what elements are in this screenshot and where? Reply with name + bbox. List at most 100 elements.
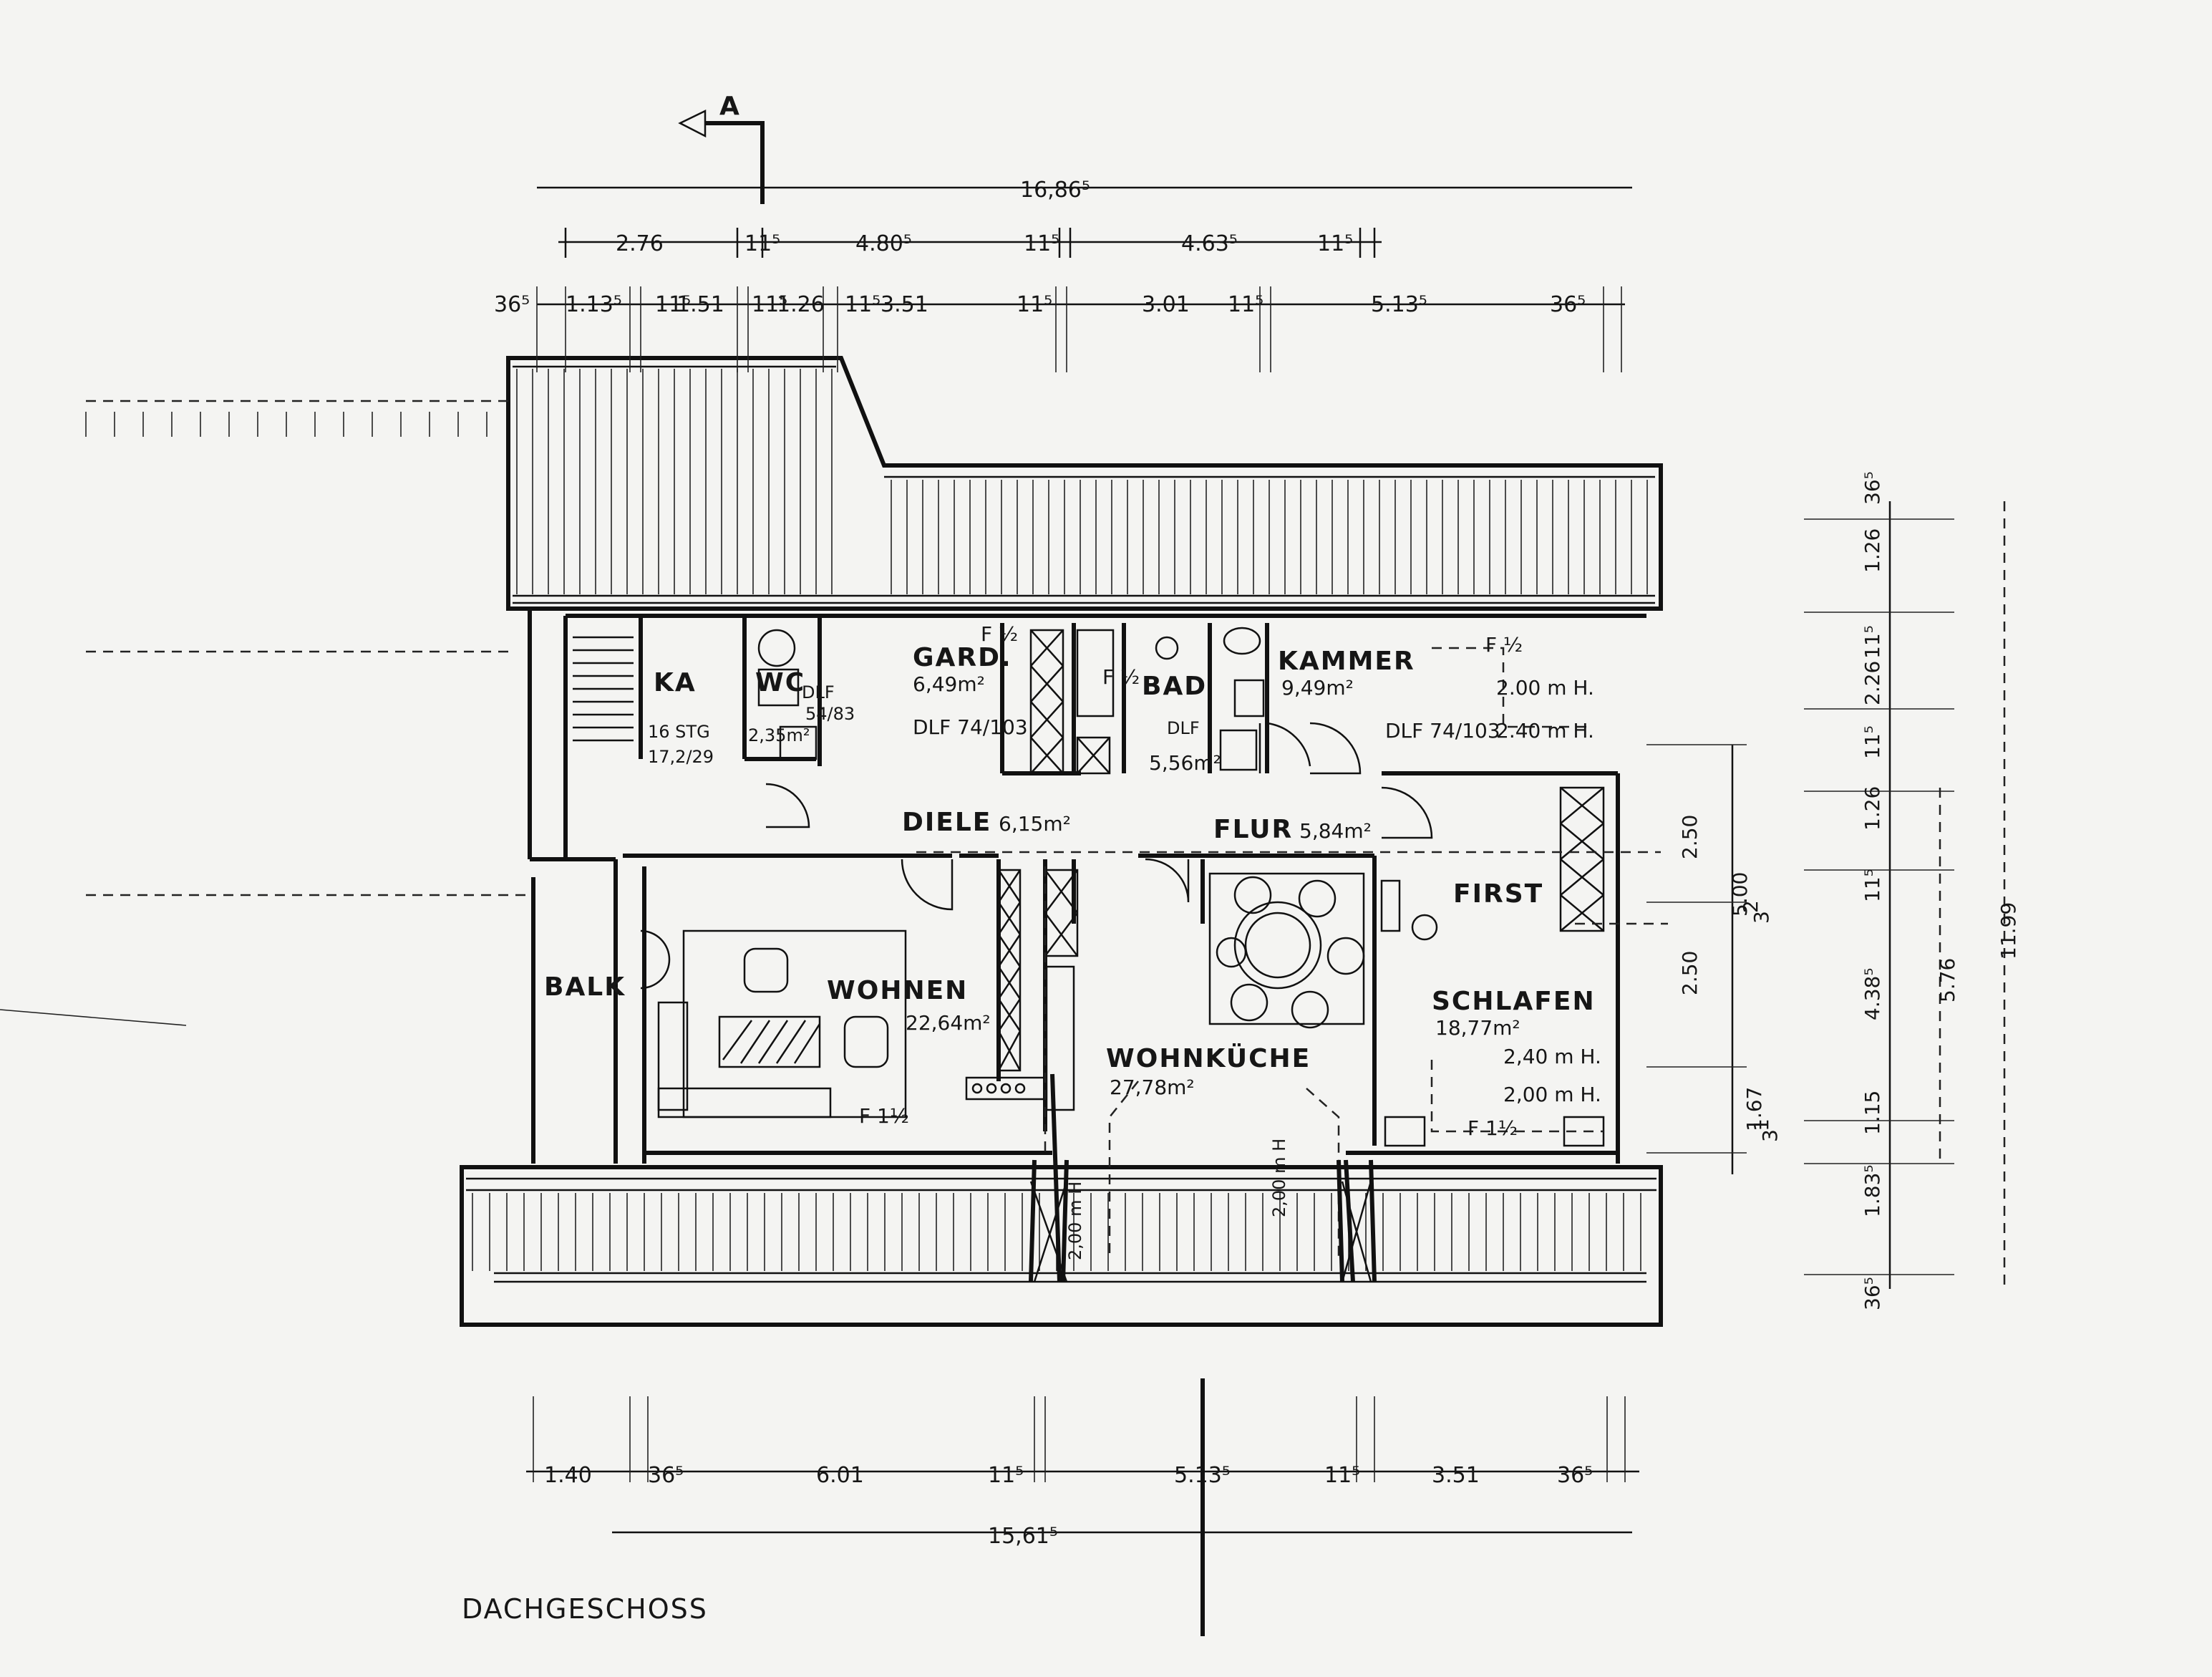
room-flur-label: FLUR	[1213, 815, 1293, 844]
dimension-value-top-2: 11⁵	[744, 231, 780, 256]
dimension-value-right: 36⁵	[1861, 1277, 1884, 1310]
dimension-value-right: 1.26	[1861, 786, 1884, 831]
dimension-value-bottom: 36⁵	[1557, 1463, 1593, 1488]
dimension-value-right: 2.26	[1861, 661, 1884, 705]
room-wohnen-area: 22,64m²	[906, 1011, 991, 1035]
window-top-1: F ½	[981, 622, 1018, 646]
dimension-total-top: 16,86⁵	[1020, 178, 1090, 203]
dimension-value-top-2: 4.63⁵	[1181, 231, 1238, 256]
roof-edge-ticks	[85, 412, 487, 437]
dimension-value-right: 1.15	[1861, 1091, 1884, 1135]
dimension-value-top-3: 11⁵	[1228, 292, 1263, 317]
dimension-value-bottom: 11⁵	[988, 1463, 1024, 1488]
dimension-value-top-3: 36⁵	[494, 292, 530, 317]
dimension-value-right-inner: 1.67	[1742, 1087, 1766, 1131]
drawing-title: DACHGESCHOSS	[462, 1593, 708, 1625]
room-wohnen-label: WOHNEN	[827, 976, 968, 1005]
room-schlafen-area: 18,77m²	[1435, 1016, 1520, 1040]
dimension-chain-right: 36⁵1.2611⁵2.2611⁵1.2611⁵4.38⁵1.151.83⁵36…	[1646, 471, 2020, 1310]
room-schlafen-label: SCHLAFEN	[1432, 987, 1596, 1016]
dimension-value-top-3: 11⁵	[752, 292, 787, 317]
dimension-value-right-inner: 2.50	[1678, 951, 1702, 995]
room-wc-label: WC	[755, 668, 805, 697]
dimension-value-right: 11⁵	[1861, 625, 1884, 659]
room-gard-label: GARD.	[913, 643, 1012, 672]
dimension-value-top-2: 4.80⁵	[855, 231, 912, 256]
dimension-value-right: 4.38⁵	[1861, 967, 1884, 1020]
dimension-chain-top: 16,86⁵ 2.76 11⁵ 4.80⁵ 11⁵ 4.63⁵ 11⁵ 36⁵ 1.13⁵ 11⁵…	[494, 178, 1632, 372]
room-flur-area: 5,84m²	[1299, 819, 1372, 843]
dimension-value-right-inner: 5.00	[1728, 872, 1752, 917]
room-wc-dlf: DLF	[802, 682, 835, 702]
dimension-value-top-3: 11⁵	[845, 292, 881, 317]
room-kammer-label: KAMMER	[1278, 647, 1415, 676]
staircase	[573, 636, 634, 742]
room-wohnkueche-label: WOHNKÜCHE	[1106, 1043, 1311, 1073]
furniture	[657, 627, 1605, 1147]
roof-hatching-bottom	[460, 1165, 1663, 1327]
room-diele-label: DIELE	[902, 808, 991, 837]
window-top-3: F ½	[1485, 633, 1523, 657]
section-marker: A	[678, 92, 765, 204]
dimension-total-right: 11.99	[1997, 902, 2020, 960]
room-wohnkueche-height-1: 2,00 m H	[1065, 1181, 1085, 1260]
door-swings	[640, 722, 1433, 990]
room-kammer-dlf: DLF 74/103	[1385, 719, 1500, 743]
shaft-boxes	[997, 629, 1605, 1072]
room-wc-dlf-size: 54/83	[805, 704, 855, 724]
dimension-value-bottom: 36⁵	[648, 1463, 684, 1488]
dimension-value-right-inner: 2.50	[1678, 815, 1702, 859]
dimension-value-bottom: 3.51	[1432, 1463, 1480, 1488]
dimension-value-bottom: 1.40	[544, 1463, 592, 1488]
room-ka-label: KA	[654, 668, 697, 697]
dimension-value-top-3: 1.26	[777, 292, 825, 317]
dimension-value-top-3: 36⁵	[1550, 292, 1586, 317]
room-wc-area: 2,35m²	[748, 725, 810, 745]
dimension-value-right: 11⁵	[1861, 869, 1884, 902]
dimension-value-top-2: 11⁵	[1024, 231, 1059, 256]
walls	[528, 609, 1646, 1282]
windows	[1029, 1159, 1377, 1282]
dimension-value-right: 1.83⁵	[1861, 1164, 1884, 1217]
room-diele-area: 6,15m²	[999, 812, 1071, 836]
dimension-value-top-2: 2.76	[616, 231, 664, 256]
room-schlafen-height-1: 2,40 m H.	[1503, 1045, 1601, 1068]
room-wohnkueche-area: 27,78m²	[1110, 1076, 1195, 1099]
dimension-value-bottom: 6.01	[816, 1463, 864, 1488]
ridge-label: FIRST	[1453, 879, 1543, 909]
room-bad-dlf: DLF	[1167, 718, 1200, 738]
roof-hatching-top	[506, 356, 1663, 611]
margin-stroke	[0, 1009, 187, 1026]
room-kammer-height-1: 2.00 m H.	[1496, 676, 1594, 700]
dimension-value-right-inner: 1	[1750, 1118, 1773, 1131]
dimension-value-right-mid: 5.76	[1936, 958, 1959, 1002]
dimension-value-bottom: 11⁵	[1324, 1463, 1360, 1488]
dimension-value-top-3: 1.51	[676, 292, 724, 317]
dimension-value-right-inner: 2	[1739, 900, 1762, 913]
room-wohnkueche-height-2: 2,00 m H	[1269, 1139, 1289, 1217]
dimension-total-bottom: 15,61⁵	[988, 1524, 1058, 1549]
dimension-value-right: 1.26	[1861, 528, 1884, 573]
dimension-value-top-3: 1.13⁵	[566, 292, 622, 317]
room-gard-area: 6,49m²	[913, 672, 985, 696]
room-ka-stairs: 16 STG	[648, 722, 710, 742]
room-gard-dlf: DLF 74/103	[913, 715, 1028, 739]
coffee-table	[718, 1015, 821, 1068]
room-bad-area: 5,56m²	[1149, 751, 1221, 775]
dimension-value-right-inner: 3	[1758, 1129, 1782, 1142]
dimension-value-top-2: 11⁵	[1317, 231, 1353, 256]
room-schlafen-window: F 1½	[1468, 1116, 1518, 1140]
dimension-value-top-3: 5.13⁵	[1371, 292, 1427, 317]
dimension-value-top-3: 3.01	[1142, 292, 1190, 317]
section-marker-label: A	[719, 92, 741, 121]
room-bad-label: BAD	[1142, 672, 1207, 701]
window-top-2: F ½	[1102, 665, 1140, 689]
dimension-value-right: 11⁵	[1861, 725, 1884, 759]
dimension-value-right: 36⁵	[1861, 471, 1884, 505]
room-kammer-height-2: 2.40 m H.	[1496, 719, 1594, 743]
dimension-value-right-inner: 3	[1750, 911, 1773, 924]
dimension-value-top-3: 11⁵	[655, 292, 691, 317]
room-schlafen-height-2: 2,00 m H.	[1503, 1083, 1601, 1106]
